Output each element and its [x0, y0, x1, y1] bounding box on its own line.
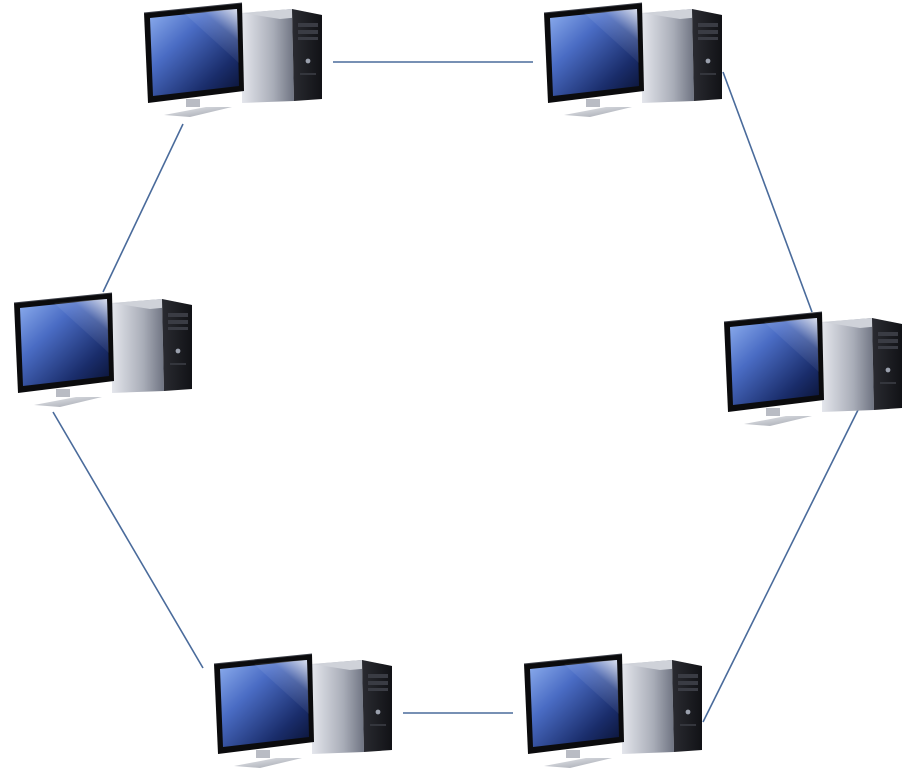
monitor-icon — [213, 653, 314, 754]
tower-case-icon — [242, 9, 322, 103]
monitor-icon — [543, 2, 644, 103]
network-link-2 — [722, 71, 813, 313]
monitor-icon — [723, 311, 824, 412]
computer-top-right — [543, 2, 722, 117]
monitor-icon — [143, 2, 244, 103]
network-nodes — [13, 2, 902, 768]
monitor-icon — [13, 292, 114, 393]
tower-case-icon — [822, 318, 902, 412]
tower-case-icon — [642, 9, 722, 103]
monitor-stand-icon — [34, 389, 102, 407]
network-link-5 — [52, 411, 204, 669]
monitor-icon — [523, 653, 624, 754]
computer-middle-right — [723, 311, 902, 426]
computer-bottom-left — [213, 653, 392, 768]
network-links — [52, 61, 859, 723]
tower-case-icon — [622, 660, 702, 754]
monitor-stand-icon — [564, 99, 632, 117]
monitor-stand-icon — [744, 408, 812, 426]
monitor-stand-icon — [544, 750, 612, 768]
monitor-stand-icon — [164, 99, 232, 117]
network-link-3 — [702, 409, 859, 723]
network-link-6 — [102, 123, 184, 293]
tower-case-icon — [312, 660, 392, 754]
tower-case-icon — [112, 299, 192, 393]
computer-bottom-right — [523, 653, 702, 768]
computer-top-left — [143, 2, 322, 117]
computer-middle-left — [13, 292, 192, 407]
monitor-stand-icon — [234, 750, 302, 768]
